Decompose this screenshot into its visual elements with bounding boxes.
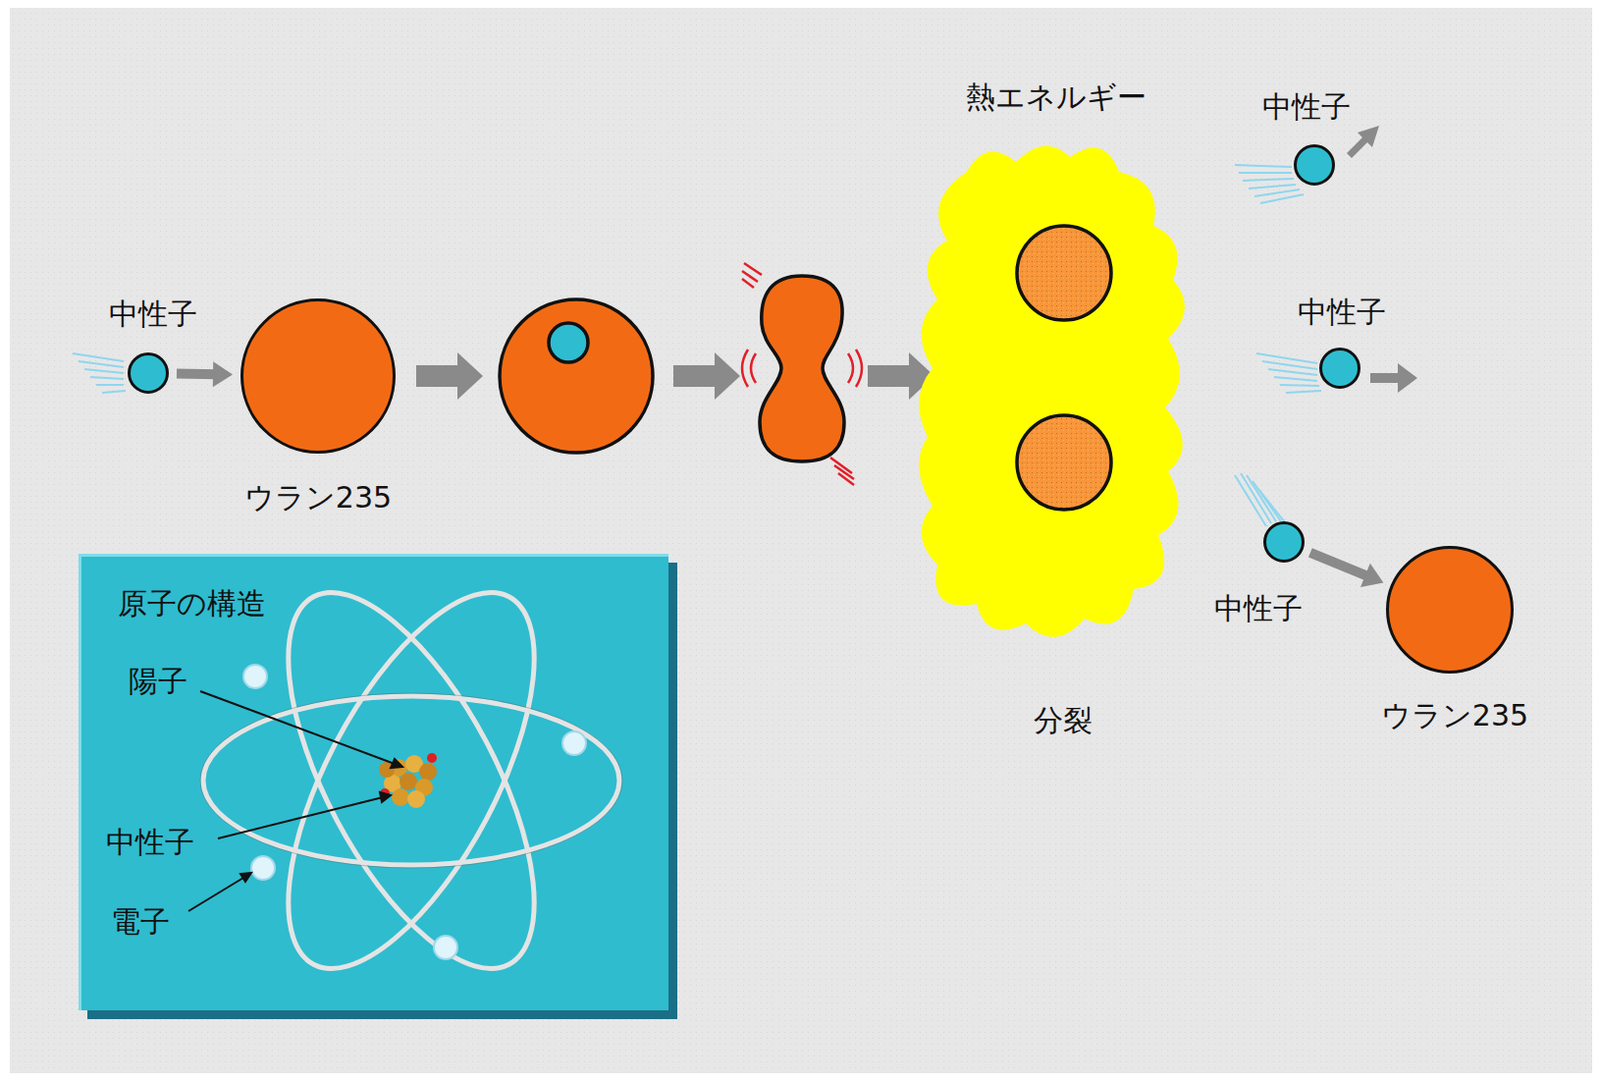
arrow-shaft [176, 369, 217, 380]
drawing-part [390, 758, 403, 768]
drawing-part [562, 731, 587, 755]
vibration-marks [742, 263, 862, 485]
panel-title: 原子の構造 [117, 586, 267, 622]
drawing-part [1252, 480, 1281, 522]
drawing-part [391, 788, 410, 806]
fission-fragment [1016, 415, 1112, 510]
drawing-part [251, 855, 275, 880]
part-label: 電子 [110, 905, 170, 940]
node-label: 分裂 [1033, 703, 1093, 739]
drawing-part [1346, 125, 1380, 159]
atom-illustration [78, 553, 669, 1011]
drawing-part [399, 772, 418, 791]
drawing-part [673, 352, 741, 400]
fission-burst: 熱エネルギー分裂 [907, 132, 1199, 653]
drawing-part [433, 935, 458, 960]
drawing-part [1268, 369, 1318, 375]
drawing-part [1238, 171, 1292, 174]
orbit-shade [200, 693, 623, 868]
drawing-part [90, 376, 124, 379]
leader-lines [188, 691, 403, 911]
fission-fragment [1016, 225, 1112, 320]
drawing-part [416, 352, 483, 400]
arrow-head [1360, 563, 1384, 587]
drawing-part [240, 872, 252, 882]
drawing-part [855, 349, 862, 387]
drawing-part [243, 664, 267, 689]
drawing-part [200, 693, 623, 868]
node-label: ウラン235 [244, 480, 392, 516]
absorbed-neutron [548, 322, 588, 363]
drawing-part [838, 473, 854, 485]
heat-burst [907, 132, 1199, 653]
drawing-part [1274, 376, 1318, 381]
node-label: 中性子 [108, 297, 198, 332]
drawing-part [848, 353, 854, 383]
drawing-part [1242, 178, 1294, 181]
flow-arrow [1310, 552, 1385, 587]
neutron-circle: 中性子 [127, 352, 169, 394]
compound-nucleus [499, 299, 653, 453]
neutron-arrows [1346, 125, 1418, 393]
electrons [243, 664, 587, 960]
node-label: 中性子 [1214, 591, 1303, 627]
node-label: 中性子 [1297, 295, 1387, 330]
electron-orbits [203, 556, 620, 1004]
drawing-part [1280, 384, 1320, 386]
arrow-shaft [1310, 552, 1370, 577]
drawing-part [203, 695, 620, 865]
part-label: 中性子 [106, 825, 195, 860]
neutron-circle: 中性子 [1263, 521, 1305, 563]
drawing-part [1246, 475, 1277, 522]
drawing-part [78, 361, 124, 368]
drawing-part [96, 383, 124, 386]
ground [9, 7, 1593, 1073]
drawing-part [419, 762, 437, 781]
drawing-part [239, 556, 585, 1004]
drawing-part [1234, 164, 1292, 167]
drawing-part [750, 353, 756, 383]
process-arrows [416, 352, 935, 400]
neutron-circle: 中性子 [1319, 347, 1361, 389]
drawing-part [200, 691, 395, 764]
drawing-part [239, 556, 585, 1004]
node-label: ウラン235 [1381, 698, 1529, 734]
drawing-part [742, 349, 748, 387]
drawing-part [1258, 488, 1285, 523]
drawing-part [1254, 189, 1300, 197]
drawing-part [742, 278, 754, 288]
uranium-nucleus: ウラン235 [240, 298, 396, 454]
heat-cloud [918, 146, 1185, 638]
uranium-nucleus: ウラン235 [1386, 545, 1514, 674]
node-label: 中性子 [1262, 90, 1351, 125]
node-label: 熱エネルギー [965, 80, 1147, 115]
drawing-part [407, 790, 426, 808]
drawing-part [1370, 363, 1418, 393]
drawing-part [217, 797, 383, 839]
flow-arrow [176, 361, 233, 387]
drawing-part [379, 792, 391, 802]
drawing-part [426, 752, 437, 763]
drawing-part [188, 877, 244, 911]
drawing-part [102, 390, 126, 393]
splitting-nucleus [759, 275, 845, 462]
drawing-part [1285, 390, 1322, 393]
arrow-head [213, 361, 233, 387]
neutron-circle: 中性子 [1293, 144, 1335, 186]
drawing-part [84, 369, 124, 374]
atom-structure-panel: 原子の構造 [78, 553, 669, 1011]
drawing-part [72, 353, 124, 362]
drawing-part [1248, 184, 1296, 189]
part-label: 陽子 [128, 664, 188, 699]
drawing-part [1260, 194, 1304, 204]
drawing-part [1262, 361, 1318, 370]
